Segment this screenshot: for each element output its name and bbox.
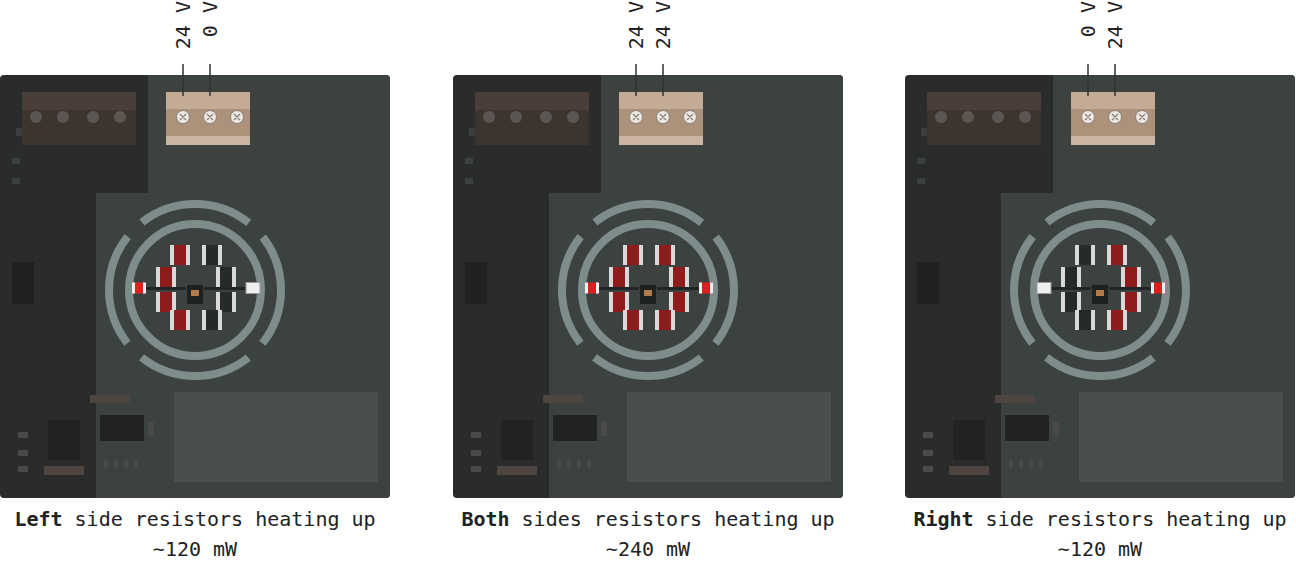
power-value: ~120 mW xyxy=(1058,537,1142,561)
pin-voltage: 24 V xyxy=(625,1,647,65)
caption-line: Both sides resistors heating up xyxy=(428,507,868,531)
pin-voltage: 0 V xyxy=(1077,1,1099,65)
pin-voltage: 24 V xyxy=(1104,1,1126,65)
pin-voltage: 24 V xyxy=(172,1,194,65)
caption-line: ~240 mW xyxy=(428,537,868,561)
caption-keyword: Right xyxy=(913,507,973,531)
caption-text: side resistors heating up xyxy=(75,507,376,531)
caption-line: ~120 mW xyxy=(0,537,415,561)
caption-keyword: Left xyxy=(14,507,62,531)
pin-voltage: 24 V xyxy=(652,1,674,65)
caption-keyword: Both xyxy=(461,507,509,531)
caption-line: Right side resistors heating up xyxy=(880,507,1296,531)
power-value: ~120 mW xyxy=(153,537,237,561)
power-value: ~240 mW xyxy=(606,537,690,561)
pin-voltage: 0 V xyxy=(199,1,221,65)
caption-line: Left side resistors heating up xyxy=(0,507,415,531)
caption-line: ~120 mW xyxy=(880,537,1296,561)
caption-text: sides resistors heating up xyxy=(522,507,835,531)
caption-text: side resistors heating up xyxy=(986,507,1287,531)
